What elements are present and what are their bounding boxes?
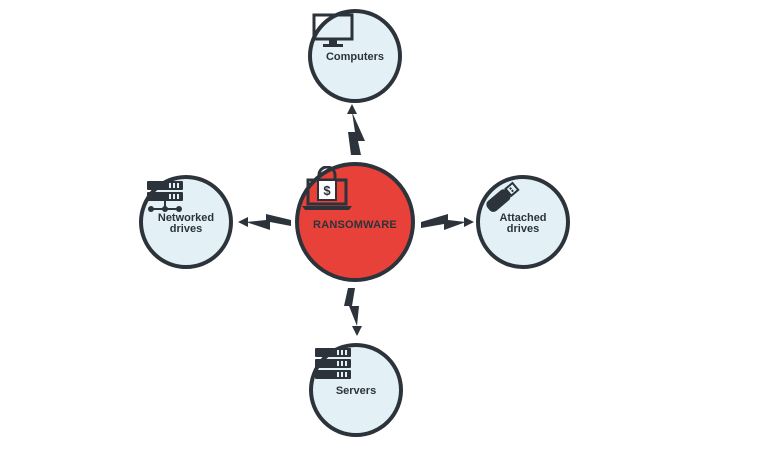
networked-drives-node: Networked drives (139, 175, 233, 269)
computers-label: Computers (325, 51, 385, 63)
network-drive-icon (147, 181, 183, 212)
usb-drive-icon (486, 181, 520, 212)
servers-label: Servers (335, 385, 377, 397)
svg-text:$: $ (323, 183, 331, 198)
computers-node: Computers (308, 9, 402, 103)
monitor-icon (312, 13, 354, 47)
server-stack-icon (315, 348, 351, 379)
arrowhead-up (347, 104, 357, 114)
lightning-bolt-right (421, 214, 466, 230)
arrowhead-down (352, 326, 362, 336)
lightning-bolt-left (246, 214, 291, 230)
attached-drives-label-line1: Attached (499, 211, 547, 224)
lightning-bolt-down (344, 288, 359, 326)
ransomware-label: RANSOMWARE (313, 218, 397, 231)
laptop-lock-dollar-icon: $ (302, 166, 352, 210)
arrowhead-right (464, 217, 474, 227)
attached-drives-node: Attached drives (476, 175, 570, 269)
ransomware-node: $ RANSOMWARE (295, 162, 415, 282)
servers-node: Servers (309, 343, 403, 437)
lightning-bolt-up (348, 112, 365, 155)
networked-drives-label-line1: Networked (157, 211, 215, 224)
networked-drives-label-line2: drives (169, 222, 203, 235)
attached-drives-label-line2: drives (506, 222, 540, 235)
arrowhead-left (238, 217, 248, 227)
